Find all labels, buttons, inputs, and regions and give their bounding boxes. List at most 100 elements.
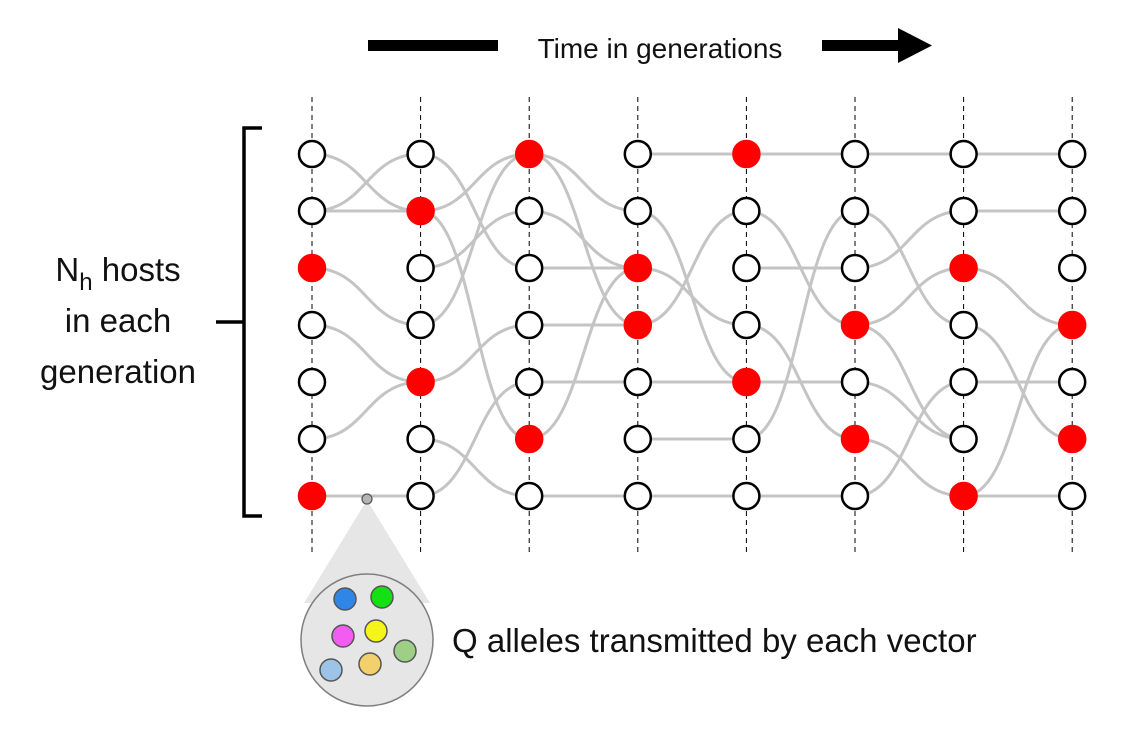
host-node (623, 367, 653, 397)
host-node (840, 481, 870, 511)
time-arrow-shaft (822, 40, 902, 51)
host-node (406, 310, 435, 340)
host-node (949, 424, 978, 454)
infected-host-node (514, 424, 544, 454)
allele-dot (358, 652, 382, 676)
host-node (406, 253, 435, 283)
host-node (949, 310, 978, 340)
host-count-subscript: h (79, 269, 92, 296)
vector-callout-circle (300, 573, 434, 707)
host-node (840, 367, 870, 397)
transmission-link (637, 266, 747, 327)
transmission-link (529, 266, 638, 441)
host-node (732, 310, 761, 340)
host-node (732, 253, 761, 283)
infected-host-node (732, 139, 761, 169)
infected-host-node (840, 424, 870, 454)
host-node (514, 367, 544, 397)
transmission-link (311, 380, 421, 441)
transmission-link (854, 323, 964, 441)
allele-set (319, 585, 417, 682)
host-node (732, 424, 761, 454)
transmission-link (311, 323, 421, 384)
host-node (297, 424, 327, 454)
host-node (840, 253, 870, 283)
hosts-brace (216, 126, 262, 518)
allele-dot (333, 587, 357, 611)
infected-host-node (949, 253, 978, 283)
host-node (840, 139, 870, 169)
time-arrow (368, 28, 932, 63)
host-label-line2: in each (65, 302, 171, 339)
transmission-link (420, 152, 530, 270)
time-label: Time in generations (538, 33, 783, 64)
allele-dot (331, 624, 355, 648)
host-node (1057, 253, 1087, 283)
host-node (514, 196, 544, 226)
transmission-link (529, 152, 638, 213)
transmission-link (420, 152, 530, 327)
vector-callout (300, 493, 434, 707)
allele-dot (319, 658, 343, 682)
allele-dot (364, 619, 388, 643)
transmission-link (963, 266, 1073, 327)
transmission-link (529, 209, 638, 270)
host-count-symbol: N (55, 251, 79, 288)
allele-dot (370, 585, 394, 609)
infected-host-node (1057, 310, 1087, 340)
infected-host-node (623, 310, 653, 340)
host-node (623, 424, 653, 454)
host-node (623, 196, 653, 226)
host-node (297, 139, 327, 169)
host-label-line3: generation (40, 353, 196, 390)
transmission-links (311, 152, 1073, 498)
host-count-label: Nh hosts (55, 251, 180, 296)
host-node (1057, 367, 1087, 397)
host-node (1057, 481, 1087, 511)
host-node (732, 481, 761, 511)
host-node (623, 481, 653, 511)
host-node (623, 139, 653, 169)
host-node (1057, 196, 1087, 226)
transmission-link (637, 209, 747, 327)
transmission-link (746, 209, 856, 441)
host-node (949, 367, 978, 397)
transmission-link (420, 437, 530, 498)
time-arrow-tail (368, 40, 498, 51)
infected-host-node (840, 310, 870, 340)
host-node (949, 196, 978, 226)
transmission-link (854, 437, 964, 498)
allele-dot (393, 639, 417, 663)
infected-host-node (406, 367, 435, 397)
infected-host-node (297, 481, 327, 511)
vector-label: Q alleles transmitted by each vector (452, 622, 977, 659)
infected-host-node (623, 253, 653, 283)
vector-dot (361, 493, 373, 505)
transmission-link (311, 152, 421, 213)
transmission-link (420, 152, 530, 213)
transmission-link (420, 209, 530, 441)
time-arrow-head-icon (898, 28, 932, 63)
transmission-link (854, 209, 964, 327)
transmission-link (963, 323, 1073, 498)
host-node (406, 139, 435, 169)
host-node (514, 481, 544, 511)
host-node (297, 310, 327, 340)
host-node (406, 424, 435, 454)
transmission-link (854, 266, 964, 327)
host-node (732, 196, 761, 226)
host-node (297, 196, 327, 226)
vector-callout-cone (304, 500, 430, 603)
infected-host-node (949, 481, 978, 511)
host-node (1057, 139, 1087, 169)
host-node (514, 253, 544, 283)
host-node (840, 196, 870, 226)
transmission-link (420, 380, 530, 498)
transmission-link (311, 266, 421, 327)
infected-host-node (406, 196, 435, 226)
infected-host-node (297, 253, 327, 283)
host-node (297, 367, 327, 397)
infected-host-node (514, 139, 544, 169)
host-count-suffix: hosts (93, 251, 181, 288)
